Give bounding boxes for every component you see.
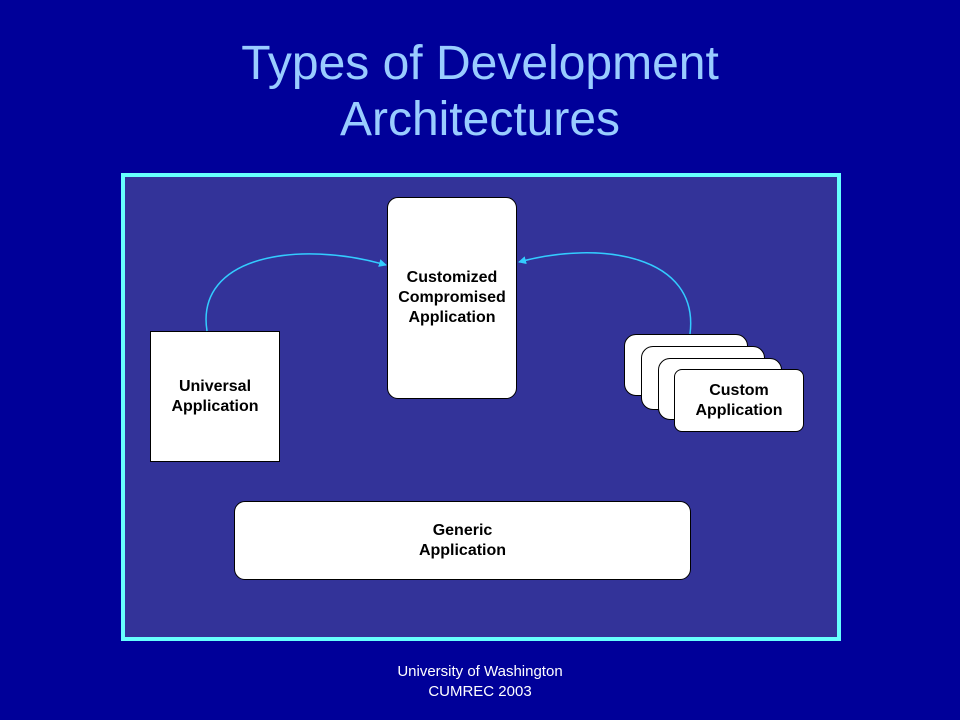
slide-footer: University of Washington CUMREC 2003 <box>0 662 960 702</box>
slide-title-line2: Architectures <box>339 93 621 146</box>
slide-title-line1: Types of Development <box>241 37 719 90</box>
customized-label-line2: Compromised <box>398 289 506 306</box>
customized-label-line1: Customized <box>406 269 498 286</box>
custom-to-customized-arrow <box>518 252 692 335</box>
custom-label-line1: Custom <box>709 381 769 399</box>
universal-label-line1: Universal <box>178 377 252 395</box>
slide-title: Types of Development Architectures <box>0 36 960 148</box>
custom-label-line2: Application <box>695 401 783 419</box>
generic-application-box: Generic Application <box>234 501 691 580</box>
generic-label-line1: Generic <box>432 521 493 539</box>
universal-to-customized-arrow <box>205 253 387 332</box>
footer-line1: University of Washington <box>397 663 563 680</box>
customized-label-line3: Application <box>408 309 496 326</box>
universal-application-box: Universal Application <box>150 331 280 462</box>
custom-application-box: Custom Application <box>674 369 804 432</box>
footer-line2: CUMREC 2003 <box>428 683 532 700</box>
generic-label-line2: Application <box>418 541 507 559</box>
universal-label-line2: Application <box>171 397 259 415</box>
customized-compromised-application-box: Customized Compromised Application <box>387 197 517 399</box>
